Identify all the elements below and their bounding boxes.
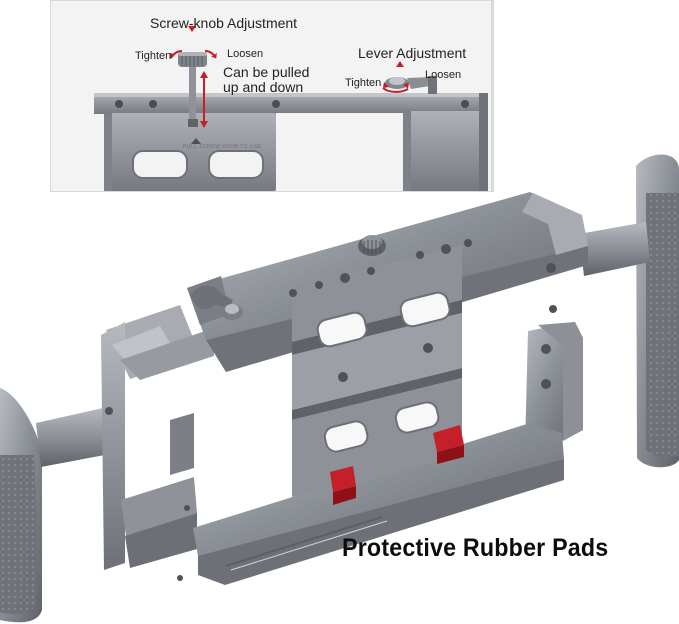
screw-loosen-label: Loosen [227,48,264,60]
inset-cutout [208,150,264,179]
lever-title: Lever Adjustment [358,45,467,61]
clamp-block-middle [292,313,462,410]
lever-tighten-label: Tighten [345,77,382,89]
pull-note: Can be pulled up and down [223,65,309,94]
detail-inset: Screw-knob Adjustment Tighten Loosen Can… [50,0,494,192]
right-rod [579,222,650,276]
lever-loosen-label: Loosen [425,69,462,81]
top-slot [316,311,368,348]
protective-rubber-pads-caption: Protective Rubber Pads [342,534,609,562]
left-rod [36,408,110,467]
inset-engraved-note: PULL SCREW KNOB TO USE [183,144,262,150]
screw-knob-title: Screw-knob Adjustment [150,15,298,31]
rubber-pad-right [433,425,464,452]
screw-tighten-label: Tighten [135,50,172,62]
inset-illustration [94,1,493,191]
bottom-slot [323,420,369,453]
lever [191,285,233,310]
inset-cutout [132,150,188,179]
frame-left-side [101,322,125,570]
pull-note-line-1: Can be pulled [223,64,310,80]
top-slot [399,291,451,328]
pull-note-line-2: up and down [223,78,304,95]
top-mount-holes [105,239,557,415]
bottom-rail [193,424,564,565]
bottom-slot [394,401,440,434]
inset-hole [115,100,123,108]
inset-frame-right [403,111,488,191]
rubber-pad-left [330,466,356,492]
inset-frame-opening [276,113,403,191]
